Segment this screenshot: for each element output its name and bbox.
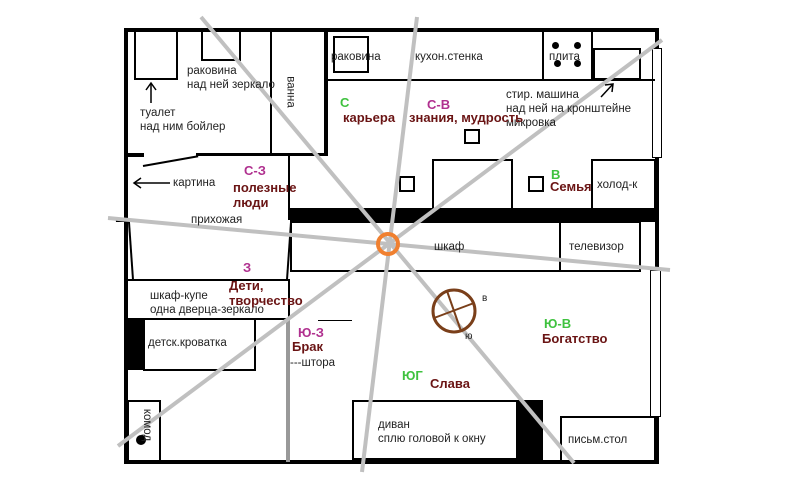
burner-2 [574, 42, 581, 49]
zone-e-direction: В [551, 167, 561, 182]
arrow-picture-head [132, 177, 142, 189]
chair-2 [464, 129, 480, 144]
dresser-label: комод [141, 408, 154, 442]
tv-label: телевизор [569, 241, 624, 253]
zone-nw-meaning: полезные люди [233, 180, 297, 210]
chair-3 [528, 176, 544, 192]
crib [143, 318, 256, 371]
zone-ne-direction: С-В [427, 97, 451, 112]
compass-south-label: ю [465, 331, 473, 342]
bath-line [270, 30, 272, 154]
compass-east-label: в [482, 293, 488, 304]
partition [286, 318, 290, 462]
fridge-label: холод-к [597, 179, 638, 191]
wall-unit-label: кухон.стенка [415, 51, 483, 63]
bathroom-wall-right [324, 28, 328, 156]
compass-line-2 [446, 290, 462, 332]
desk [560, 416, 656, 462]
zone-s-direction: ЮГ [402, 368, 423, 383]
stove-label: плита [549, 51, 580, 63]
arrow-toilet-head [145, 81, 157, 91]
zone-se-meaning: Богатство [542, 331, 608, 346]
burner-3 [554, 60, 561, 67]
crib-label: детск.кроватка [148, 337, 227, 349]
wardrobe [126, 279, 290, 320]
arrow-washer-head [604, 83, 614, 93]
hall-label: прихожая [191, 214, 243, 226]
kitchen-counter-line [328, 79, 655, 81]
stove [542, 30, 593, 80]
outer-wall-top [125, 28, 658, 32]
arrow-washer [600, 83, 614, 98]
ray-nw-se [199, 15, 576, 465]
zone-w-direction: З [243, 260, 252, 275]
kitchen-sink-label: раковина [331, 51, 381, 63]
kitchen-sink [333, 36, 369, 73]
cabinet [290, 221, 562, 272]
zone-n-direction: С [340, 95, 350, 110]
zone-e-meaning: Семья [550, 179, 592, 194]
dresser-dot [136, 435, 146, 445]
cabinet-label: шкаф [434, 241, 465, 253]
curtain-label: ---штора [290, 357, 336, 369]
bathroom-wall-bottom [196, 153, 328, 156]
kids-block [125, 318, 145, 370]
burner-1 [552, 42, 559, 49]
chair-1 [399, 176, 415, 192]
desk-label: письм.стол [568, 434, 628, 446]
kitchen-window [652, 48, 662, 158]
outer-wall-bottom [124, 460, 659, 464]
zone-sw-meaning: Брак [292, 339, 324, 354]
bath-label: ванна [284, 76, 297, 108]
compass-icon [431, 288, 477, 334]
zone-nw-direction: С-З [244, 163, 266, 178]
outer-wall-right [655, 28, 659, 464]
zone-ne-meaning: знания, мудрость [409, 110, 524, 125]
hall-wall-right [288, 155, 290, 220]
outer-wall-left [124, 28, 128, 464]
picture-label: картина [173, 177, 216, 189]
toilet [134, 30, 178, 80]
zone-n-meaning: карьера [343, 110, 396, 125]
zone-se-direction: Ю-В [544, 316, 572, 331]
zone-w-meaning: Дети, творчество [229, 278, 303, 308]
center-marker [376, 232, 400, 256]
burner-4 [574, 60, 581, 67]
zone-sw-direction: Ю-З [298, 325, 324, 340]
sofa [352, 400, 518, 460]
bathroom-wall-bottom-left [124, 153, 144, 157]
kitchen-living-wall [290, 208, 658, 222]
curtain-line [318, 320, 352, 321]
zone-s-meaning: Слава [430, 376, 470, 391]
dresser [127, 400, 161, 462]
